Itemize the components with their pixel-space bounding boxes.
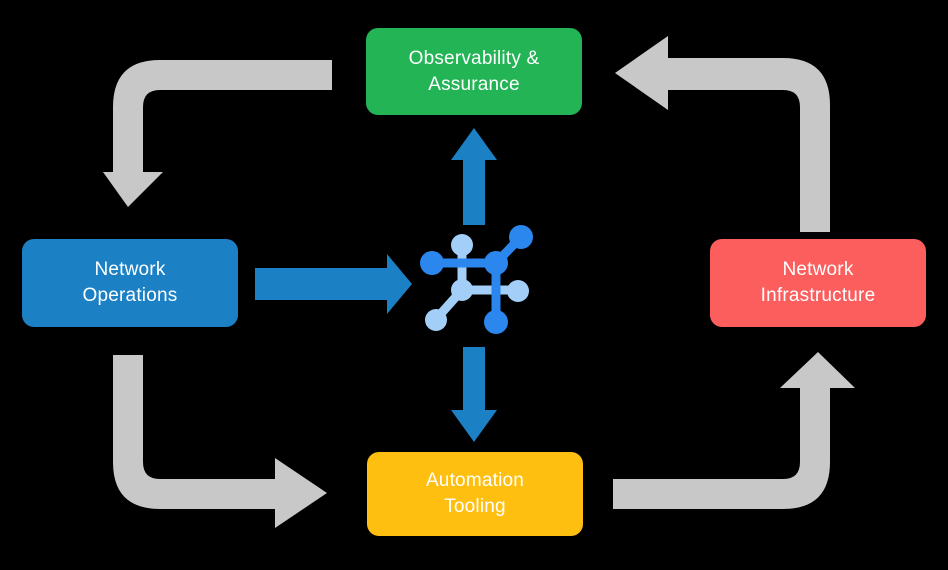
node-network-infrastructure[interactable]: Network Infrastructure	[710, 239, 926, 327]
node-network-operations[interactable]: Network Operations	[22, 239, 238, 327]
gray-arrow-network-infrastructure-to-observability	[615, 36, 830, 232]
blue-arrow-network-operations-to-center	[255, 254, 412, 314]
node-label-automation-tooling: Automation Tooling	[425, 470, 525, 517]
node-automation-tooling[interactable]: Automation Tooling	[367, 452, 583, 536]
gray-arrow-automation-tooling-to-network-infrastructure	[613, 352, 855, 509]
icon-node-light-center	[451, 279, 473, 301]
node-observability-and-assurance[interactable]: Observability & Assurance	[366, 28, 582, 115]
node-label-network-infrastructure: Network Infrastructure	[760, 259, 876, 306]
node-label-network-operations: Network Operations	[82, 259, 178, 306]
gray-arrow-network-operations-to-automation-tooling	[113, 355, 327, 528]
gray-arrow-observability-to-network-operations	[103, 60, 332, 207]
blue-arrow-center-to-observability	[451, 128, 497, 225]
icon-node-light-right	[507, 280, 529, 302]
icon-node-dark-left	[420, 251, 444, 275]
network-topology-icon	[420, 225, 533, 334]
icon-node-light-top	[451, 234, 473, 256]
icon-node-light-bottom-left	[425, 309, 447, 331]
blue-arrow-center-to-automation-tooling	[451, 347, 497, 442]
icon-node-dark-top-right	[509, 225, 533, 249]
icon-node-dark-hub	[484, 251, 508, 275]
icon-node-dark-bottom	[484, 310, 508, 334]
node-label-observability: Observability & Assurance	[408, 47, 540, 95]
